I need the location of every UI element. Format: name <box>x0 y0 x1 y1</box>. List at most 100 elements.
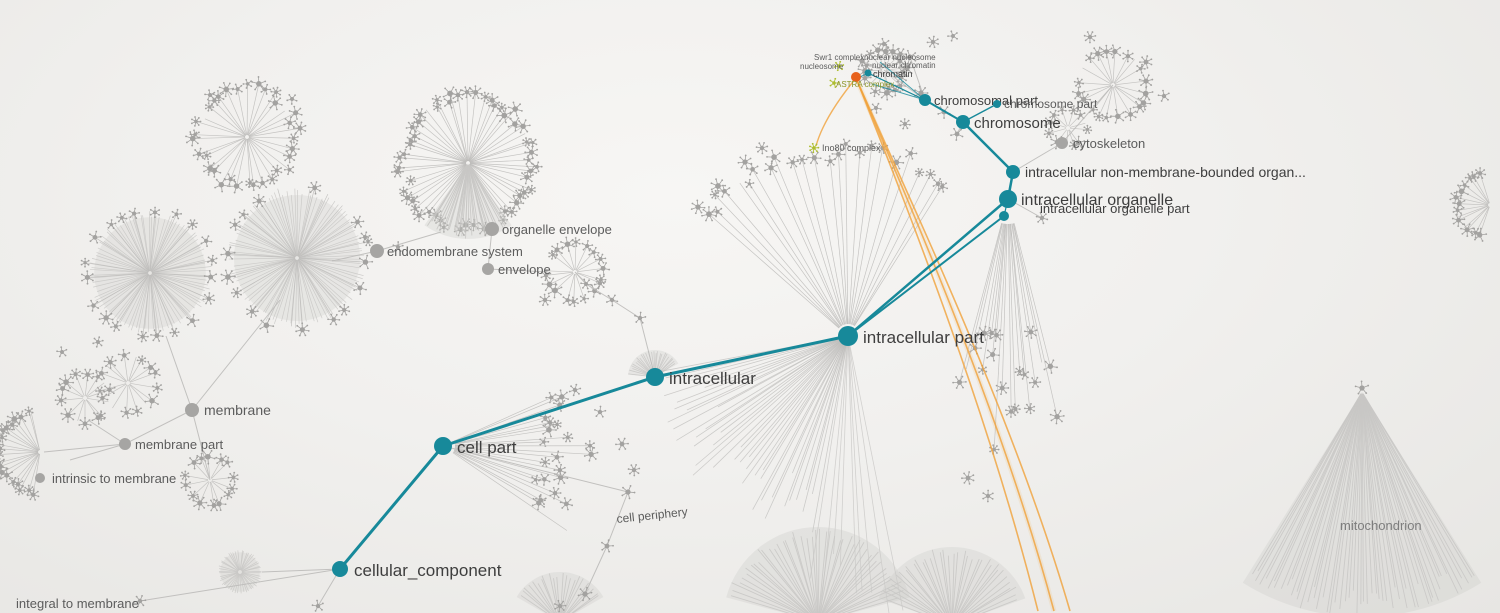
leaf-node-glyph <box>905 147 918 160</box>
leaf-node-glyph <box>228 178 244 194</box>
leaf-node-glyph <box>1460 223 1475 237</box>
node-organelle-envelope[interactable] <box>485 222 499 236</box>
leaf-node-glyph <box>179 470 190 481</box>
label-intracellular-organelle[interactable]: intracellular organelle <box>1021 192 1173 209</box>
label-intracellular[interactable]: intracellular <box>669 369 756 388</box>
leaf-node-glyph <box>359 231 371 243</box>
leaf-node-glyph <box>338 303 351 316</box>
leaf-node-glyph <box>288 133 299 144</box>
leaf-node-glyph <box>0 458 5 469</box>
leaf-node-glyph <box>553 599 567 613</box>
label-membrane-part[interactable]: membrane part <box>135 437 224 452</box>
leaf-node-glyph <box>854 53 869 68</box>
leaf-node-glyph <box>408 129 421 143</box>
leaf-node-glyph <box>539 456 551 468</box>
label-intracellular-part[interactable]: intracellular part <box>863 328 984 347</box>
node-chromosomal-part[interactable] <box>919 94 931 106</box>
leaf-node-glyph <box>515 119 531 134</box>
node-intracellular-part[interactable] <box>838 326 858 346</box>
node-non-membrane-organelle[interactable] <box>1006 165 1020 179</box>
leaf-node-glyph <box>1005 405 1018 418</box>
leaf-node-glyph <box>120 406 133 419</box>
node-membrane-part[interactable] <box>119 438 131 450</box>
label-integral-to-membrane[interactable]: integral to membrane <box>16 596 139 611</box>
label-intrinsic-to-membrane[interactable]: intrinsic to membrane <box>52 471 176 486</box>
label-intracellular-organelle-part[interactable]: intracellular organelle part <box>1040 201 1190 216</box>
label-nuclear-chromatin[interactable]: nuclear chromatin <box>872 61 936 70</box>
leaf-node-glyph <box>412 209 426 223</box>
node-intracellular-organelle[interactable] <box>999 190 1017 208</box>
node-cell-part[interactable] <box>434 437 452 455</box>
node-intrinsic-to-membrane[interactable] <box>35 473 45 483</box>
label-chromatin[interactable]: chromatin <box>873 69 913 79</box>
leaf-node-glyph <box>283 116 297 130</box>
leaf-node-glyph <box>1014 366 1025 377</box>
leaf-node-glyph <box>867 140 877 150</box>
leaf-node-glyph <box>190 116 202 127</box>
leaf-node-glyph <box>14 410 28 424</box>
leaf-node-glyph <box>270 86 282 98</box>
label-organelle-envelope[interactable]: organelle envelope <box>502 222 612 237</box>
node-chromosome-part[interactable] <box>993 100 1001 108</box>
label-chromosome[interactable]: chromosome <box>974 115 1061 132</box>
leaf-node-glyph <box>796 154 808 165</box>
label-mitochondrion[interactable]: mitochondrion <box>1340 518 1422 533</box>
node-chromosome[interactable] <box>956 115 970 129</box>
leaf-node-glyph <box>526 184 536 195</box>
label-cellular-component[interactable]: cellular_component <box>354 561 502 580</box>
leaf-node-glyph <box>189 129 200 140</box>
leaf-node-glyph <box>358 254 374 270</box>
leaf-node-glyph <box>363 236 373 247</box>
label-envelope[interactable]: envelope <box>498 262 551 277</box>
leaf-node-glyph <box>615 437 629 451</box>
leaf-node-glyph <box>116 212 128 224</box>
leaf-node-glyph <box>207 499 221 512</box>
node-selected-term[interactable] <box>851 72 861 82</box>
node-cellular-component[interactable] <box>332 561 348 577</box>
leaf-node-glyph <box>81 368 95 382</box>
radial-cluster <box>1449 167 1490 242</box>
label-cell-part[interactable]: cell part <box>457 438 517 457</box>
leaf-node-glyph <box>870 102 882 114</box>
leaf-node-glyph <box>540 269 552 282</box>
leaf-node-glyph <box>554 389 570 405</box>
label-cell-periphery[interactable]: cell periphery <box>616 505 688 526</box>
label-swr1-complex[interactable]: Swr1 complex <box>814 53 864 62</box>
label-membrane[interactable]: membrane <box>204 402 271 418</box>
node-intracellular-organelle-part[interactable] <box>999 211 1009 221</box>
label-non-membrane-organelle[interactable]: intracellular non-membrane-bounded organ… <box>1025 164 1306 180</box>
leaf-node-glyph <box>1472 227 1488 242</box>
leaf-node-glyph <box>92 371 103 383</box>
leaf-node-glyph <box>1470 227 1482 239</box>
leaf-node-glyph <box>431 94 443 106</box>
label-cytoskeleton[interactable]: cytoskeleton <box>1073 136 1145 151</box>
node-envelope[interactable] <box>482 263 494 275</box>
node-chromatin[interactable] <box>864 69 872 77</box>
leaf-node-glyph <box>1071 86 1086 100</box>
node-membrane[interactable] <box>185 403 199 417</box>
leaf-node-glyph <box>562 431 574 443</box>
highlight-path-edges <box>338 61 1015 571</box>
leaf-node-glyph <box>593 277 607 290</box>
leaf-node-glyph <box>547 282 563 299</box>
leaf-node-glyph <box>69 368 82 380</box>
leaf-node-glyph <box>169 327 180 338</box>
label-endomembrane-system[interactable]: endomembrane system <box>387 244 523 259</box>
radial-cluster <box>0 406 41 501</box>
label-chromosomal-part[interactable]: chromosomal part <box>934 93 1038 108</box>
node-intracellular[interactable] <box>646 368 664 386</box>
leaf-node-glyph <box>588 246 600 259</box>
label-nucleosome[interactable]: nucleosome <box>800 62 844 71</box>
leaf-node-glyph <box>519 169 534 185</box>
label-astra-complex[interactable]: ASTRA complex <box>836 80 894 89</box>
leaf-node-glyph <box>1459 180 1470 191</box>
node-cytoskeleton[interactable] <box>1056 137 1068 149</box>
label-nuclear-nucleosome[interactable]: nuclear nucleosome <box>864 53 936 62</box>
leaf-node-glyph <box>144 393 159 409</box>
label-ino80-complex[interactable]: Ino80 complex <box>822 143 881 153</box>
label-chromosome-part[interactable]: chromosome part <box>1004 97 1098 111</box>
leaf-node-glyph <box>187 456 201 470</box>
node-endomembrane-system[interactable] <box>370 244 384 258</box>
